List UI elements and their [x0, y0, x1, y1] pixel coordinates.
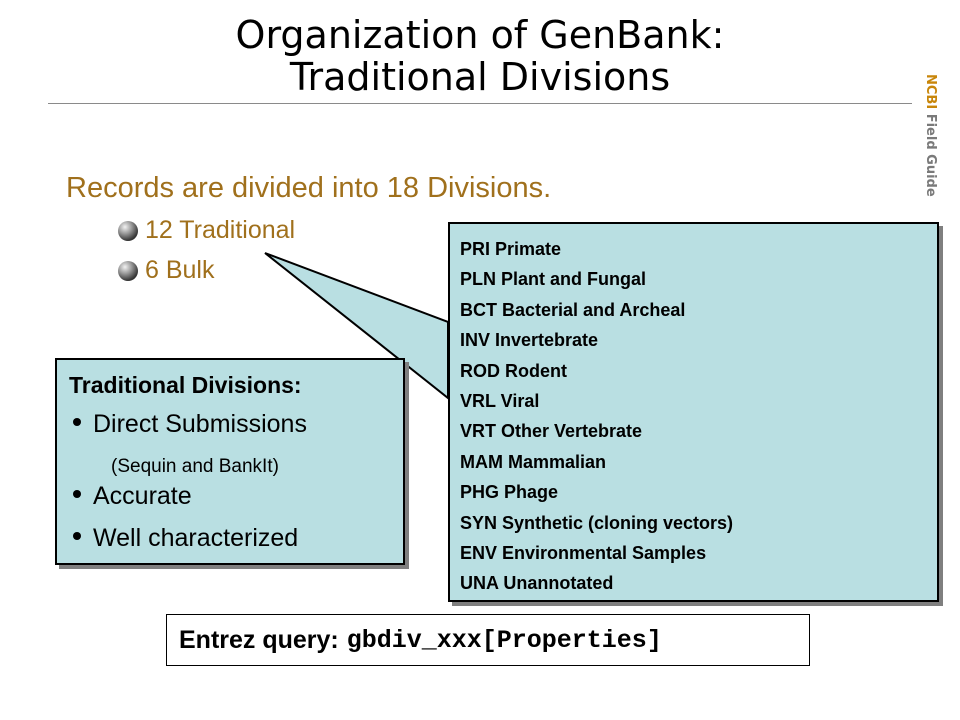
traditional-divisions-box: Traditional Divisions: Direct Submission… [55, 358, 405, 565]
division-item: ROD Rodent [460, 360, 567, 381]
division-item: PLN Plant and Fungal [460, 269, 647, 290]
sphere-bullet-icon [118, 260, 138, 281]
slide-title-line1: Organization of GenBank: [235, 13, 725, 57]
slide-title-line2: Traditional Divisions [289, 55, 671, 99]
records-statement: Records are divided into 18 Divisions. [66, 172, 552, 204]
sub-item-label: 12 Traditional [145, 216, 296, 244]
traditional-divisions-heading: Traditional Divisions: [69, 372, 302, 398]
division-item: SYN Synthetic (cloning vectors) [460, 512, 734, 533]
bullet-icon [73, 489, 81, 498]
division-item: VRT Other Vertebrate [460, 421, 643, 442]
division-item: PHG Phage [460, 482, 559, 503]
division-item: INV Invertebrate [460, 330, 599, 351]
divisions-callout-box: PRI Primate PLN Plant and Fungal BCT Bac… [448, 222, 939, 602]
division-item: UNA Unannotated [460, 573, 614, 594]
divisions-list: PRI Primate PLN Plant and Fungal BCT Bac… [460, 234, 733, 599]
bullet-icon [73, 531, 81, 540]
title-divider [48, 103, 912, 104]
trad-item-label: Accurate [93, 482, 192, 510]
trad-item-label: Well characterized [93, 524, 299, 552]
bullet-icon [73, 417, 81, 426]
sub-item-label: 6 Bulk [145, 256, 215, 284]
trad-item-well-characterized: Well characterized [73, 524, 298, 553]
trad-item-accurate: Accurate [73, 482, 192, 511]
division-item: ENV Environmental Samples [460, 543, 707, 564]
division-item: VRL Viral [460, 391, 540, 412]
sub-item-traditional: 12 Traditional [118, 216, 295, 245]
sub-item-bulk: 6 Bulk [118, 256, 214, 285]
division-item: PRI Primate [460, 239, 562, 259]
trad-item-note: (Sequin and BankIt) [111, 456, 279, 477]
trad-item-label: Direct Submissions [93, 410, 307, 438]
division-item: MAM Mammalian [460, 451, 607, 472]
division-item: BCT Bacterial and Archeal [460, 299, 686, 320]
entrez-query-box: Entrez query: gbdiv_xxx[Properties] [166, 614, 810, 666]
query-label: Entrez query: [179, 625, 339, 654]
query-code: gbdiv_xxx[Properties] [346, 625, 662, 655]
sphere-bullet-icon [118, 220, 138, 241]
trad-item-direct-submissions: Direct Submissions [73, 410, 307, 439]
